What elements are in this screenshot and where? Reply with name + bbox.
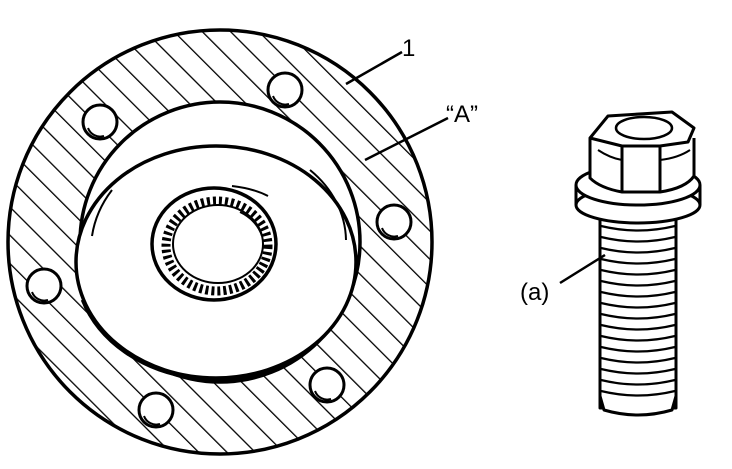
- bolt-hex-recess: [614, 115, 674, 141]
- bolt-thread: [600, 224, 676, 232]
- bolt-hole: [25, 267, 63, 305]
- bolt-thread: [600, 356, 676, 364]
- hub-rim-shading: [91, 189, 113, 237]
- hub-rim-shading: [80, 299, 331, 382]
- bolt-hex-chamfer: [597, 149, 691, 161]
- flange-bolt: [574, 110, 702, 417]
- bolt-thread: [600, 290, 676, 298]
- bolt-thread: [600, 257, 676, 265]
- bolt-a-label: (a): [520, 279, 549, 306]
- part-number-label: 1: [402, 35, 415, 62]
- bore-spline-teeth: [161, 196, 273, 296]
- leader-line-area-a: [364, 116, 449, 162]
- bolt-thread: [600, 246, 676, 254]
- bore-inner: [172, 204, 264, 284]
- hub-rim-shading: [309, 169, 347, 241]
- bolt-thread: [600, 367, 676, 375]
- hub-rim-shading: [231, 185, 269, 197]
- bolt-holes: [25, 71, 413, 429]
- bolt-thread: [600, 268, 676, 276]
- bolt-thread: [600, 323, 676, 331]
- bolt-hole: [375, 203, 413, 241]
- bolt-thread: [600, 312, 676, 320]
- bolt-thread: [600, 378, 676, 386]
- bolt-thread: [600, 345, 676, 353]
- area-a-label: “A”: [446, 101, 478, 128]
- leader-line-part-1: [345, 50, 403, 86]
- bolt-thread: [600, 301, 676, 309]
- bolt-hole: [137, 391, 175, 429]
- flange-part: [6, 28, 434, 456]
- bolt-washer-side: [574, 185, 702, 205]
- flange-outer-edge: [6, 28, 434, 456]
- bolt-threads: [600, 224, 676, 397]
- bore-shading: [239, 211, 263, 237]
- bolt-thread: [600, 235, 676, 243]
- bolt-hole: [81, 103, 119, 141]
- bolt-thread: [600, 279, 676, 287]
- bolt-thread: [600, 334, 676, 342]
- splined-bore: [150, 186, 278, 302]
- bolt-hole: [308, 366, 346, 404]
- bolt-tip: [598, 395, 678, 417]
- bolt-hole-shading: [31, 95, 399, 426]
- bolt-hex-edge: [620, 145, 662, 192]
- bolt-hole: [266, 71, 304, 109]
- leader-line-bolt-a: [559, 253, 606, 285]
- callouts: [345, 50, 606, 285]
- bolt-hex-side: [588, 138, 696, 194]
- bolt-thread: [600, 389, 676, 397]
